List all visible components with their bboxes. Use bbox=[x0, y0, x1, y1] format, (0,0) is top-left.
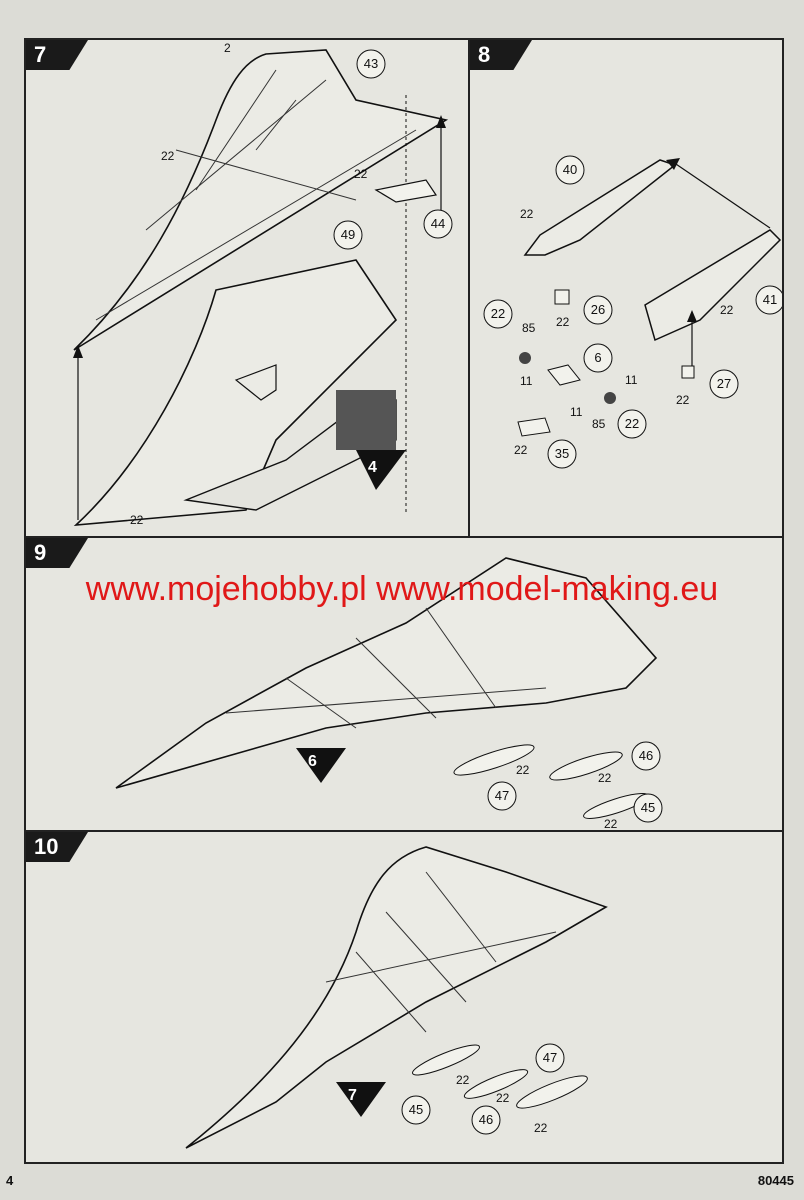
label-22-g: 22 bbox=[676, 393, 690, 407]
label-45: 45 bbox=[641, 800, 655, 815]
label-22-c: 22 bbox=[534, 1121, 548, 1135]
label-22-a: 22 bbox=[520, 207, 534, 221]
label-11-b: 11 bbox=[625, 373, 638, 387]
label-22-b: 22 bbox=[354, 167, 368, 181]
ref-step-4: 4 bbox=[368, 459, 377, 476]
label-6: 6 bbox=[594, 350, 601, 365]
step-8-panel: 8 40 22 26 22 41 22 22 85 11 6 11 85 22 … bbox=[468, 38, 784, 538]
label-2: 2 bbox=[224, 41, 231, 55]
step-10-badge: 10 bbox=[26, 832, 88, 862]
label-47: 47 bbox=[495, 788, 509, 803]
label-22-b: 22 bbox=[556, 315, 570, 329]
label-22-a: 22 bbox=[456, 1073, 470, 1087]
catalog-number: 80445 bbox=[757, 1173, 794, 1188]
label-46: 46 bbox=[639, 748, 653, 763]
watermark-text: www.mojehobby.pl www.model-making.eu bbox=[85, 570, 719, 608]
label-41: 41 bbox=[763, 292, 777, 307]
label-22-b: 22 bbox=[598, 771, 612, 785]
label-44: 44 bbox=[431, 216, 445, 231]
step-7-illustration: 43 2 22 22 44 49 22 4 bbox=[73, 41, 453, 527]
label-27: 27 bbox=[717, 376, 731, 391]
ref-step-7: 7 bbox=[348, 1087, 357, 1104]
label-22-c: 22 bbox=[604, 817, 618, 830]
label-40: 40 bbox=[563, 162, 577, 177]
label-26: 26 bbox=[591, 302, 605, 317]
label-85-b: 85 bbox=[592, 417, 606, 431]
step-10-illustration: 7 22 45 22 46 47 22 bbox=[185, 846, 608, 1149]
page-number: 4 bbox=[6, 1173, 14, 1188]
step-7-panel: 7 43 2 22 22 44 49 22 4 bbox=[24, 38, 472, 538]
step-8-illustration: 40 22 26 22 41 22 22 85 11 6 11 85 22 11… bbox=[483, 155, 782, 469]
step-9-illustration: 6 22 47 46 22 45 22 bbox=[115, 557, 663, 830]
ref-step-6: 6 bbox=[308, 753, 317, 770]
label-45: 45 bbox=[409, 1102, 423, 1117]
label-22-a: 22 bbox=[161, 149, 175, 163]
label-22-b: 22 bbox=[496, 1091, 510, 1105]
label-22-e: 22 bbox=[625, 416, 639, 431]
label-22-a: 22 bbox=[516, 763, 530, 777]
step-7-badge: 7 bbox=[26, 40, 88, 70]
label-22-f: 22 bbox=[514, 443, 528, 457]
label-47: 47 bbox=[543, 1050, 557, 1065]
step-9-panel: 9 6 22 47 46 22 45 22 bbox=[24, 536, 784, 832]
step-9-badge: 9 bbox=[26, 538, 88, 568]
label-85-a: 85 bbox=[522, 321, 536, 335]
label-11-a: 11 bbox=[520, 374, 533, 388]
label-49: 49 bbox=[341, 227, 355, 242]
label-11-c: 11 bbox=[570, 405, 583, 419]
label-22-c: 22 bbox=[130, 513, 144, 527]
label-22-c: 22 bbox=[720, 303, 734, 317]
step-10-panel: 10 7 22 45 22 46 47 22 bbox=[24, 830, 784, 1164]
label-22-d: 22 bbox=[491, 306, 505, 321]
label-46: 46 bbox=[479, 1112, 493, 1127]
label-35: 35 bbox=[555, 446, 569, 461]
label-43: 43 bbox=[364, 56, 378, 71]
